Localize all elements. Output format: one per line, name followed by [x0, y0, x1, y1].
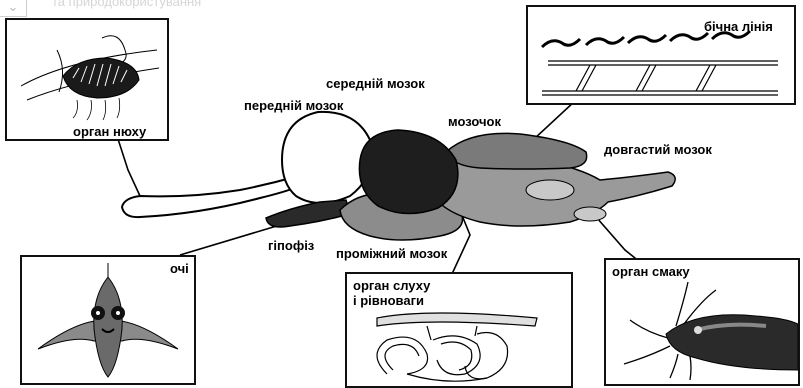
fish-front-drawing — [22, 257, 194, 383]
forebrain-lobe — [282, 112, 372, 203]
smell-leader — [118, 139, 140, 196]
smell-organ-label: орган нюху — [73, 124, 146, 139]
taste-label: орган смаку — [612, 264, 690, 279]
smell-organ-panel: орган нюху — [5, 18, 169, 141]
eyes-label: очі — [170, 261, 189, 276]
hearing-label-line1: орган слуху — [353, 278, 430, 293]
medulla-highlight — [526, 180, 574, 200]
hearing-label-line2: і рівноваги — [353, 293, 424, 308]
taste-panel: орган смаку — [604, 258, 800, 386]
eyes-panel: очі — [20, 255, 196, 385]
diencephalon-label: проміжний мозок — [336, 246, 447, 261]
forebrain-label: передній мозок — [244, 98, 343, 113]
hearing-panel: орган слуху і рівноваги — [345, 272, 573, 388]
lateral-line-label: бічна лінія — [704, 19, 773, 34]
cerebellum-label: мозочок — [448, 114, 501, 129]
pituitary-label: гіпофіз — [268, 238, 314, 253]
pituitary-lobe — [266, 200, 350, 227]
medulla-label: довгастий мозок — [604, 142, 712, 157]
medulla-highlight-2 — [574, 207, 606, 221]
cerebellum-lobe — [446, 133, 587, 169]
midbrain-lobe — [359, 130, 457, 214]
lateral-line-panel: бічна лінія — [526, 5, 796, 105]
olfactory-tract — [122, 176, 300, 217]
midbrain-label: середній мозок — [326, 76, 425, 91]
smell-organ-drawing — [7, 20, 167, 139]
